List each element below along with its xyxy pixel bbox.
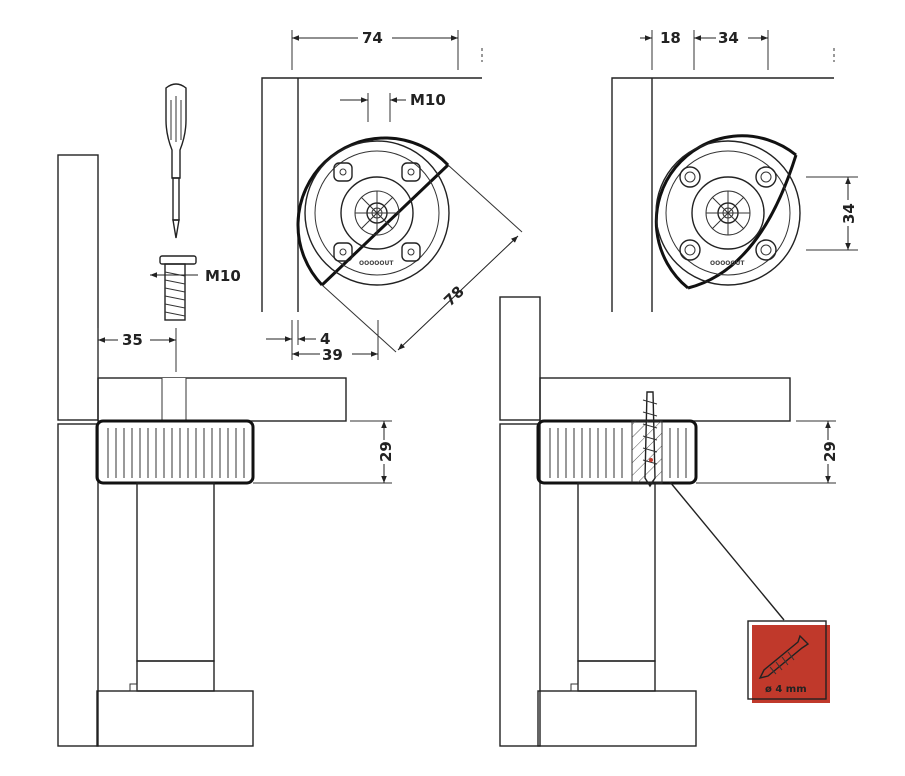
plan-view-right: OOOOOUT 18 34 34 bbox=[611, 28, 858, 312]
dim-4-label: 4 bbox=[320, 330, 330, 348]
bottom-panel-right bbox=[539, 377, 791, 422]
dim-29-left-label: 29 bbox=[377, 441, 395, 462]
dim-29-right bbox=[696, 420, 837, 484]
dim-18-label: 18 bbox=[660, 29, 681, 47]
leg-left bbox=[96, 482, 254, 747]
dim-34-top-label: 34 bbox=[718, 29, 739, 47]
plinth-panel-left bbox=[57, 423, 99, 747]
bottom-panel-left bbox=[97, 377, 347, 422]
screwdriver-icon bbox=[165, 83, 187, 239]
screw-diameter-label: ø 4 mm bbox=[765, 684, 807, 695]
screw-callout: ø 4 mm bbox=[747, 620, 830, 703]
leg-right bbox=[537, 482, 697, 747]
dim-39-label: 39 bbox=[322, 346, 343, 364]
dim-4 bbox=[266, 320, 316, 360]
dim-39 bbox=[292, 320, 379, 363]
right-section-view: 29 bbox=[499, 296, 839, 747]
dim-35 bbox=[97, 328, 177, 378]
left-section-view: M10 35 29 bbox=[57, 83, 395, 747]
dim-74-label: 74 bbox=[362, 29, 383, 47]
dim-34-right-label: 34 bbox=[840, 203, 858, 224]
dim-29-right-label: 29 bbox=[821, 441, 839, 462]
m10-bolt-icon bbox=[150, 255, 198, 321]
callout-leader bbox=[669, 481, 785, 621]
screw-icon bbox=[758, 634, 810, 680]
leveller-plate-right bbox=[536, 419, 698, 485]
plinth-panel-right bbox=[499, 423, 541, 747]
dim-78 bbox=[321, 164, 523, 353]
dim-18-34 bbox=[640, 28, 835, 70]
side-panel-upper-right bbox=[499, 296, 541, 421]
brand-mark-middle: OOOOOUT bbox=[359, 260, 394, 267]
wood-screw bbox=[642, 391, 658, 488]
leveller-disc-right bbox=[654, 134, 801, 290]
brand-mark-right: OOOOOUT bbox=[710, 260, 745, 267]
leveller-disc-middle bbox=[296, 136, 450, 287]
dim-35-label: 35 bbox=[122, 331, 143, 349]
plan-view-middle: OOOOOUT 74 M10 78 bbox=[261, 28, 523, 364]
leveller-plate-left bbox=[95, 419, 255, 485]
dim-thread-screw: M10 bbox=[205, 267, 241, 285]
dim-m10-top-label: M10 bbox=[410, 91, 446, 109]
dim-m10-top bbox=[340, 93, 406, 122]
dim-29-left bbox=[253, 420, 393, 484]
dim-74 bbox=[291, 28, 483, 70]
side-panel-upper-left bbox=[57, 154, 99, 421]
dim-34-right bbox=[806, 176, 858, 251]
